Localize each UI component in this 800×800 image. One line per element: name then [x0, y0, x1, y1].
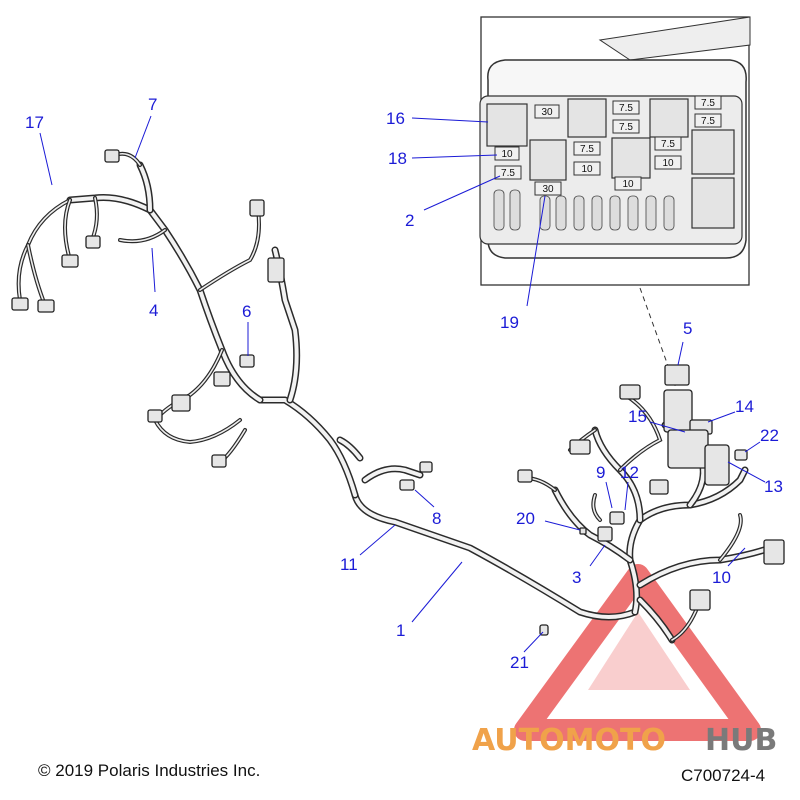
fuse-box-part-5	[664, 364, 690, 386]
fuse: 10	[614, 176, 642, 191]
callout-16: 16	[386, 109, 405, 128]
watermark-text-part1: AUTOMOTO	[472, 723, 666, 758]
callout-3: 3	[572, 568, 581, 587]
svg-text:10: 10	[501, 149, 513, 160]
fuse: 10	[494, 146, 520, 161]
callout-6: 6	[242, 302, 251, 321]
relay	[611, 137, 651, 179]
svg-text:7.5: 7.5	[701, 116, 715, 127]
callout-20: 20	[516, 509, 535, 528]
callout-18: 18	[388, 149, 407, 168]
watermark-logo	[514, 564, 761, 741]
svg-text:7.5: 7.5	[501, 168, 515, 179]
fuse: 7.5	[494, 165, 522, 180]
callout-10: 10	[712, 568, 731, 587]
watermark-text-part2: HUB	[705, 723, 777, 758]
fuse-box-inset: 30 7.5 7.5 7.5 7.5 10 7.5 10 7.5 10 10 7…	[0, 0, 751, 286]
callout-1: 1	[396, 621, 405, 640]
svg-text:10: 10	[581, 164, 593, 175]
copyright-text: © 2019 Polaris Industries Inc.	[38, 761, 261, 780]
fuse: 7.5	[612, 119, 640, 134]
connectors	[11, 149, 785, 636]
callout-2: 2	[405, 211, 414, 230]
diagram-code: C700724-4	[681, 766, 766, 785]
callout-labels: 1 2 3 4 5 6 7 8 9 10 11 12 13 14 15 16 1…	[25, 95, 783, 672]
relay	[691, 177, 735, 229]
callout-14: 14	[735, 397, 754, 416]
fuse: 7.5	[694, 113, 722, 128]
relay	[529, 139, 567, 181]
svg-text:7.5: 7.5	[701, 98, 715, 109]
callout-4: 4	[149, 301, 158, 320]
svg-text:30: 30	[541, 107, 553, 118]
fuse: 10	[573, 161, 601, 176]
callout-22: 22	[760, 426, 779, 445]
svg-text:10: 10	[662, 158, 674, 169]
callout-17: 17	[25, 113, 44, 132]
svg-text:10: 10	[622, 179, 634, 190]
callout-21: 21	[510, 653, 529, 672]
relay	[691, 129, 735, 175]
callout-15: 15	[628, 407, 647, 426]
fuse: 7.5	[612, 100, 640, 115]
relay	[649, 98, 689, 138]
callout-13: 13	[764, 477, 783, 496]
fuse: 30	[534, 104, 560, 119]
callout-12: 12	[620, 463, 639, 482]
fuse: 7.5	[694, 95, 722, 110]
leader-lines	[39, 115, 766, 653]
svg-text:7.5: 7.5	[661, 139, 675, 150]
svg-text:30: 30	[542, 184, 554, 195]
relay-16	[486, 103, 528, 147]
svg-text:7.5: 7.5	[619, 122, 633, 133]
watermark-text: AUTOMOTO HUB	[472, 723, 777, 758]
svg-text:7.5: 7.5	[619, 103, 633, 114]
fuse-box-cover	[663, 389, 693, 433]
fuse: 10	[0, 0, 6, 3]
fuse: 7.5	[654, 136, 682, 151]
fuse: 10	[654, 155, 682, 170]
callout-5: 5	[683, 319, 692, 338]
callout-9: 9	[596, 463, 605, 482]
callout-7: 7	[148, 95, 157, 114]
fuse: 7.5	[573, 141, 601, 156]
relay	[567, 98, 607, 138]
callout-19: 19	[500, 313, 519, 332]
fuse-array: 30 7.5 7.5 7.5 7.5 10 7.5 10 7.5 10 10 7…	[0, 0, 722, 196]
svg-text:7.5: 7.5	[580, 144, 594, 155]
callout-11: 11	[340, 555, 358, 574]
callout-8: 8	[432, 509, 441, 528]
fuse: 30	[534, 181, 562, 196]
